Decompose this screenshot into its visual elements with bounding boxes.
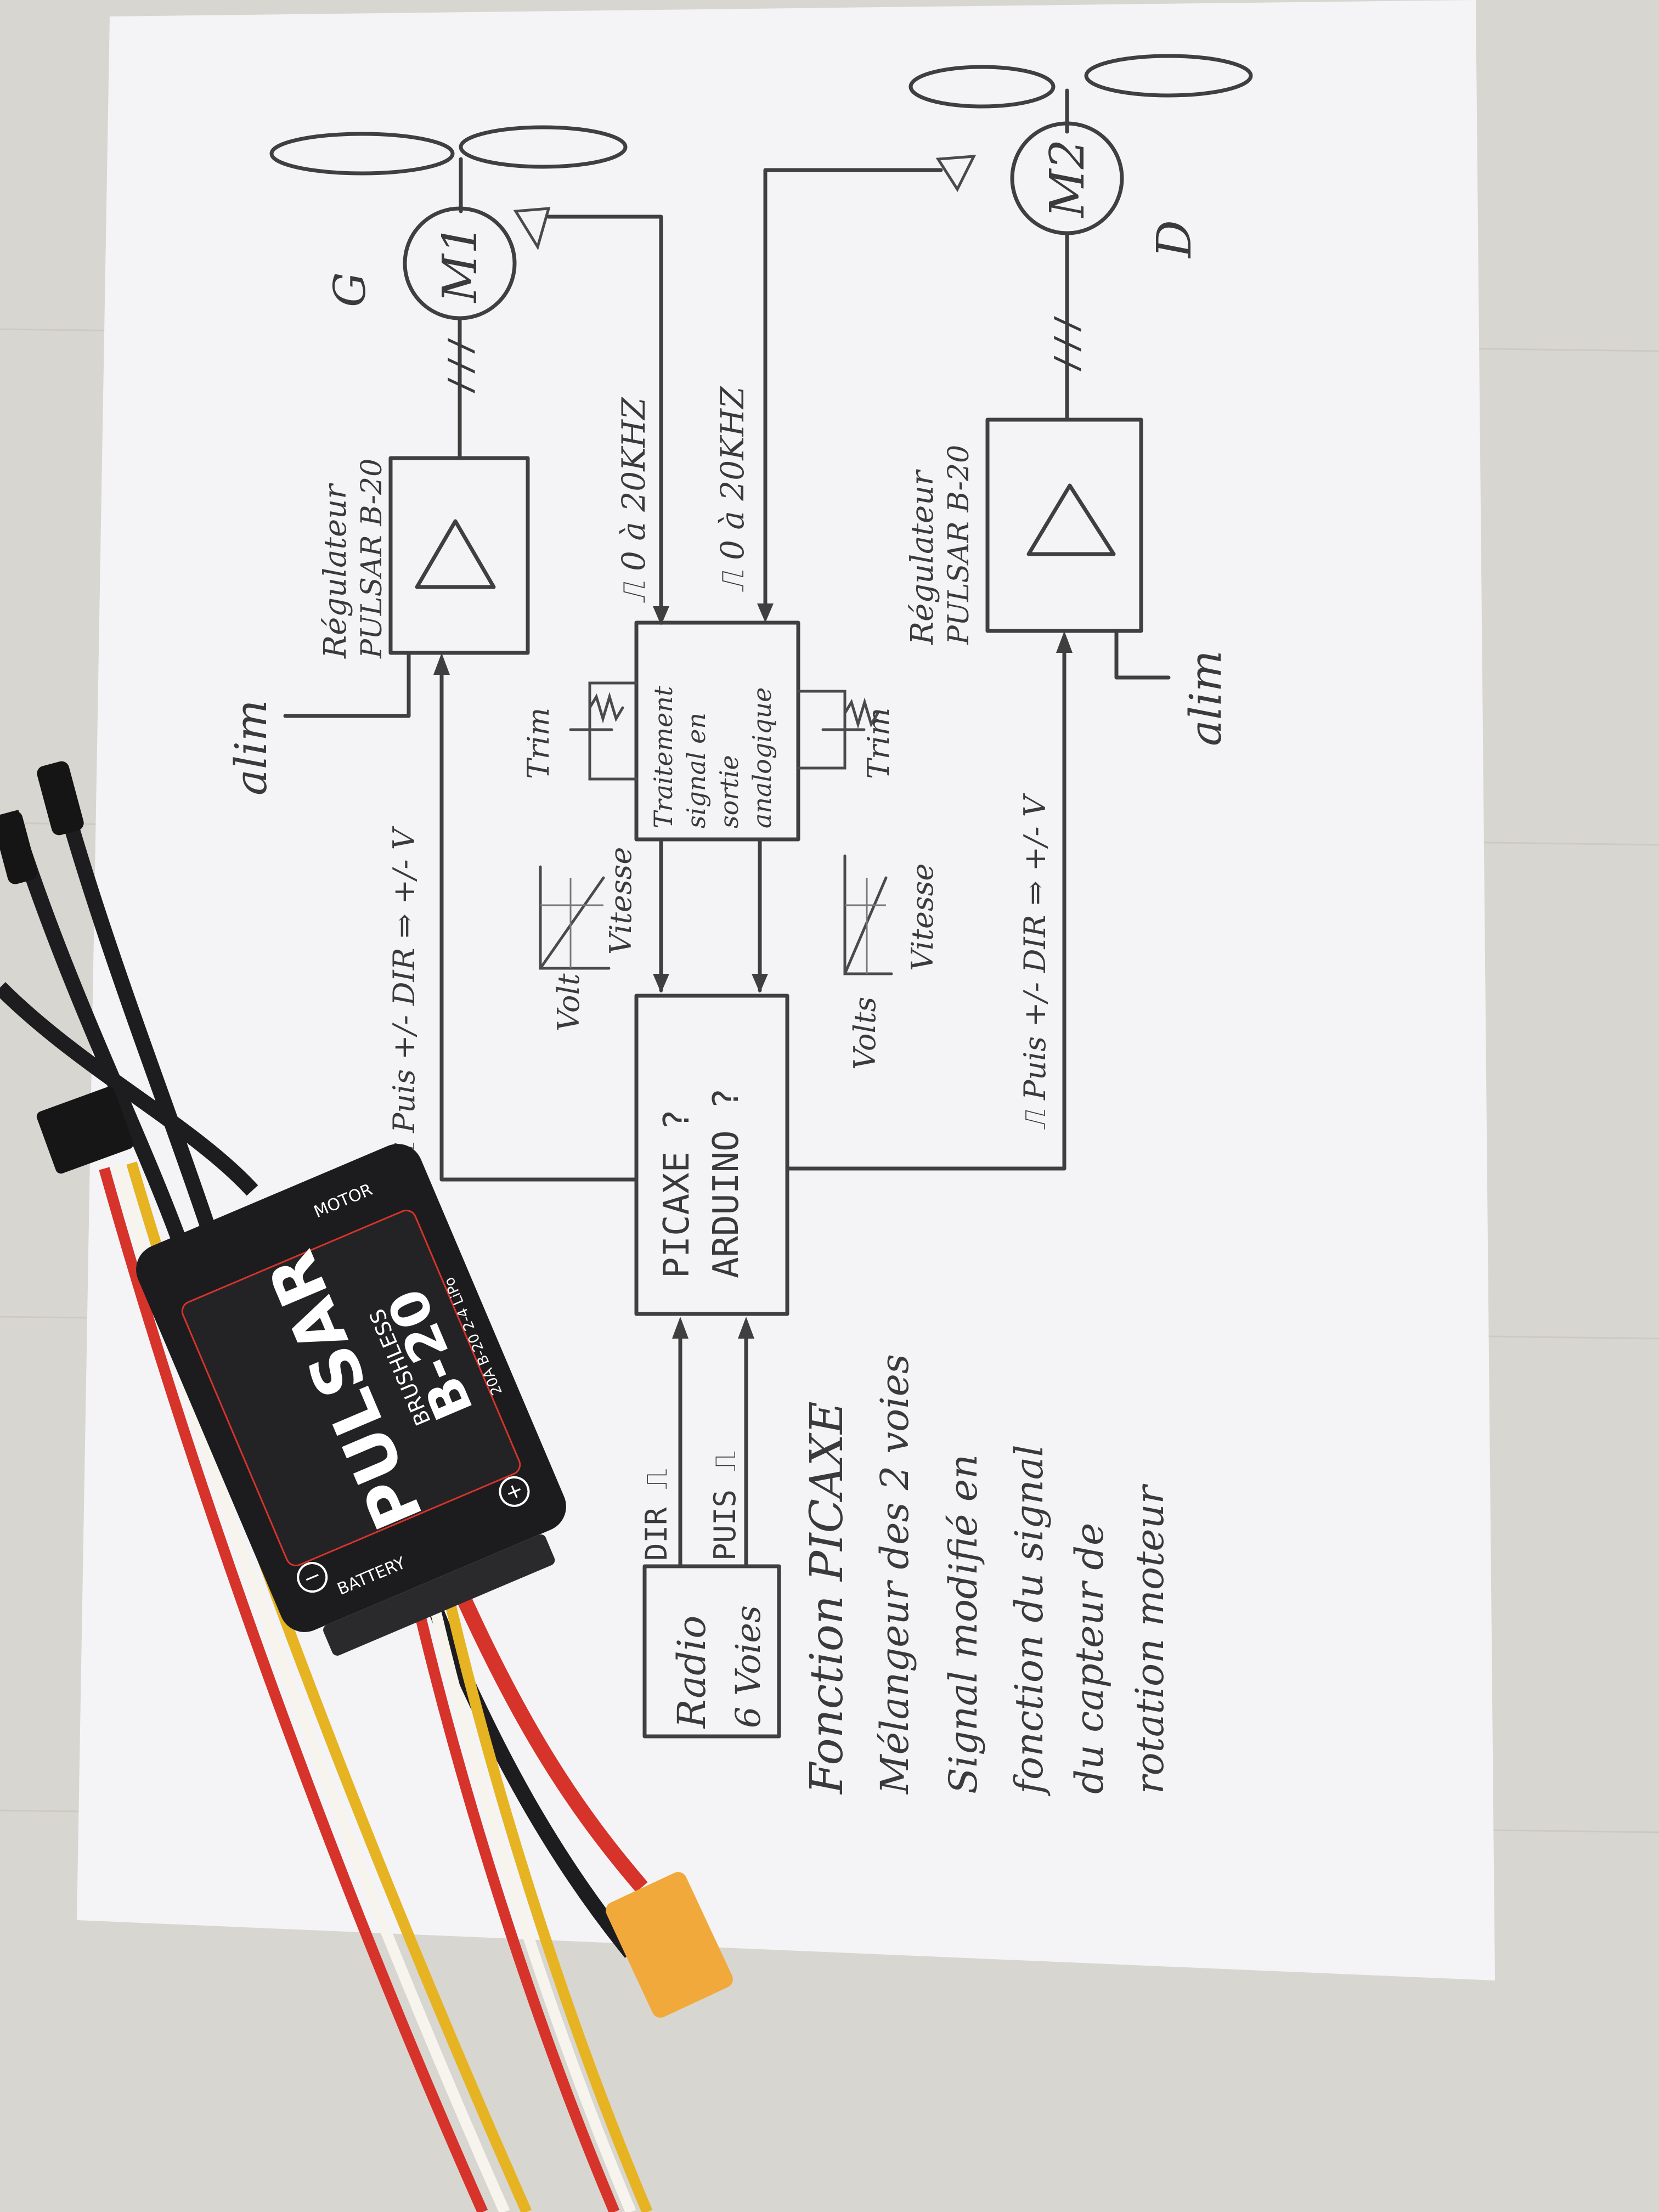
alim-right-wire [1114,629,1171,680]
signal-right-label: ⎍ Puis +/- DIR ⇒ +/- V [1018,793,1052,1130]
link-controller-regulator-right [785,651,1066,1171]
regulator-left-box [388,456,530,655]
note-line-4: fonction du signal [1007,1444,1052,1797]
sensor-left-wire [546,215,663,622]
radio-box [642,1564,781,1739]
note-line-1: Fonction PICAXE [801,1401,853,1795]
alim-right-label: alim [1180,650,1231,746]
notes-block: Fonction PICAXE Mélangeur des 2 voies Si… [801,1354,1172,1797]
sensor-right-wire [763,168,943,619]
radio-line1: Radio [669,1616,714,1729]
trim-left-potentiometer [569,681,638,781]
processing-line2: signal en [681,713,711,828]
alim-left-label: alim [225,699,276,795]
controller-line1: PICAXE ? [657,1109,697,1278]
trim-left-label: Trim [521,708,556,779]
processing-line4: analogique [747,687,777,828]
sensor-left-icon [513,207,551,251]
motor-m2-label: M2 [1040,139,1095,219]
processing-box [634,620,800,842]
phase-mark-left: /// [442,336,480,395]
controller-line2: ARDUINO ? [706,1088,747,1278]
controller-box [634,994,789,1316]
note-line-3: Signal modifié en [941,1454,986,1794]
note-line-5: du capteur de [1067,1523,1112,1794]
regulator-right-line1: Régulateur [905,469,940,645]
trim-right-label: Trim [861,708,896,779]
graph-right-x-label: Volts [848,997,882,1070]
trim-right-potentiometer [797,690,879,770]
side-right-label: D [1147,220,1202,259]
esc-plus-terminal [499,1476,530,1507]
regulator-right-line2: PULSAR B-20 [943,445,975,645]
signal-left-label: ⎍ Puis +/- DIR ⇒ +/- V [387,826,421,1163]
link-controller-regulator-left [439,670,639,1182]
propeller-left [269,125,628,213]
processing-line3: sortie [714,755,744,828]
alim-left-wire [283,651,411,718]
freq-right-label: ⎍ 0 à 20KHZ [714,386,751,592]
regulator-left-line1: Régulateur [318,483,353,659]
graph-right [843,854,893,975]
side-left-label: G [324,272,375,307]
esc-minus-terminal [297,1562,328,1593]
graph-left-x-label: Volt [551,973,586,1031]
input-puis-label: PUIS ⎍ [708,1451,742,1561]
sensor-right-icon [935,155,977,193]
freq-left-label: ⎍ 0 à 20KHZ [615,397,652,603]
graph-left-y-label: Vitesse [603,847,638,955]
processing-line1: Traitement [648,686,678,828]
xt60-connector [606,1872,733,2018]
graph-right-y-label: Vitesse [905,864,940,971]
esc-body: PULSAR BRUSHLESS B-20 20A B-20 2-4 LiPo … [136,1144,566,1656]
phase-mark-right: /// [1048,314,1086,373]
radio-line2: 6 Voies [728,1605,768,1728]
amplifier-right-symbol [1026,483,1116,556]
regulator-left-line2: PULSAR B-20 [356,459,388,659]
graph-left [539,865,611,970]
note-line-2: Mélangeur des 2 voies [872,1354,917,1795]
note-line-6: rotation moteur [1127,1483,1172,1794]
amplifier-left-symbol [415,519,496,589]
motor-m1-label: M1 [433,224,488,304]
input-dir-label: DIR ⎍ [639,1469,674,1561]
